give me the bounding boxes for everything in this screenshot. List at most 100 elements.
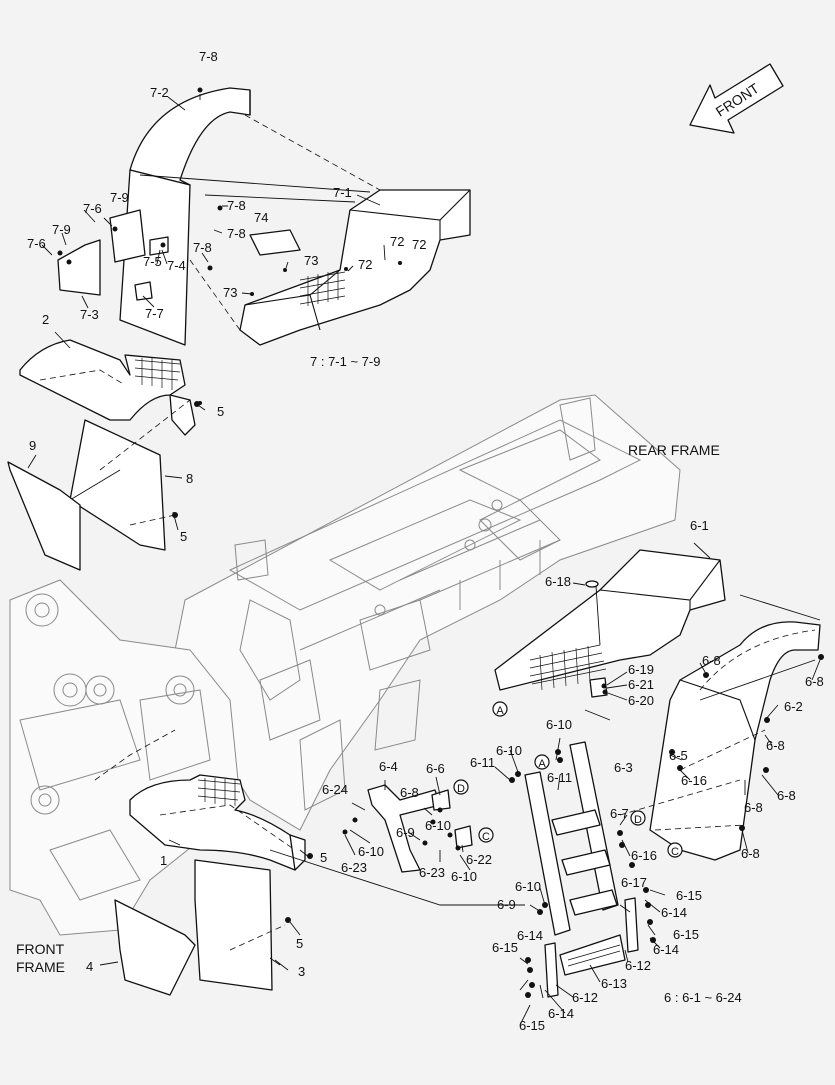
callout-a-label: A xyxy=(496,705,504,717)
label-7-6: 7-6 xyxy=(83,201,102,216)
label-6-14-a: 6-14 xyxy=(661,905,687,920)
label-5-a: 5 xyxy=(217,404,224,419)
label-6-10-f: 6-10 xyxy=(515,879,541,894)
label-2: 2 xyxy=(42,312,49,327)
label-6-17: 6-17 xyxy=(621,875,647,890)
label-6-18: 6-18 xyxy=(545,574,571,589)
callout-a-label-2: A xyxy=(538,758,546,770)
label-6-1: 6-1 xyxy=(690,518,709,533)
label-6-15-b: 6-15 xyxy=(673,927,699,942)
label-6-2: 6-2 xyxy=(784,699,803,714)
label-6-10-d: 6-10 xyxy=(358,844,384,859)
part-9-panel xyxy=(7,461,81,571)
callout-d-label: D xyxy=(457,783,465,795)
label-7-2: 7-2 xyxy=(150,85,169,100)
label-6-21: 6-21 xyxy=(628,677,654,692)
callout-c-circle xyxy=(478,827,494,843)
label-8: 8 xyxy=(186,471,193,486)
label-6-16-b: 6-16 xyxy=(631,848,657,863)
callout-c-label: C xyxy=(482,831,490,843)
label-4: 4 xyxy=(86,959,93,974)
callout-c-circle-2 xyxy=(667,842,683,858)
label-6-8-e: 6-8 xyxy=(777,788,796,803)
label-72-a: 72 xyxy=(390,234,404,249)
label-7-6-b: 7-6 xyxy=(27,236,46,251)
callout-a-circle xyxy=(492,701,508,717)
group-7-fender xyxy=(57,87,471,346)
label-6-4: 6-4 xyxy=(379,759,398,774)
label-6-12-b: 6-12 xyxy=(572,990,598,1005)
label-9: 9 xyxy=(29,438,36,453)
label-72-c: 72 xyxy=(358,257,372,272)
tread-grid-2 xyxy=(134,358,181,390)
part-8-panel xyxy=(69,419,166,551)
part-1-fender xyxy=(129,774,306,871)
label-6-15-c: 6-15 xyxy=(492,940,518,955)
label-7-5: 7-5 xyxy=(143,254,162,269)
callout-c-label-2: C xyxy=(671,846,679,858)
label-6-8-g: 6-8 xyxy=(400,785,419,800)
label-6-5: 6-5 xyxy=(669,748,688,763)
callout-d-circle xyxy=(453,779,469,795)
label-6-15-a: 6-15 xyxy=(676,888,702,903)
label-7-8: 7-8 xyxy=(199,49,218,64)
label-7-3: 7-3 xyxy=(80,307,99,322)
front-frame-label-line-1: FRONT xyxy=(16,941,65,957)
group-7-range: 7 : 7-1 ~ 7-9 xyxy=(310,354,380,369)
label-6-8-d: 6-8 xyxy=(744,800,763,815)
label-7-1: 7-1 xyxy=(333,185,352,200)
part-2-fender xyxy=(19,339,196,436)
tread-grid-7 xyxy=(299,270,346,306)
tread-grid-1 xyxy=(197,778,241,806)
label-6-15-d: 6-15 xyxy=(519,1018,545,1033)
label-7-4: 7-4 xyxy=(167,258,186,273)
label-5-b: 5 xyxy=(180,529,187,544)
label-7-9: 7-9 xyxy=(110,190,129,205)
ladder-assembly xyxy=(524,741,639,998)
label-6-8-c: 6-8 xyxy=(766,738,785,753)
label-73-a: 73 xyxy=(304,253,318,268)
label-6-8-f: 6-8 xyxy=(741,846,760,861)
front-frame-label-line-2: FRAME xyxy=(16,959,65,975)
callout-markers: A A D D C C xyxy=(453,701,683,858)
label-6-14-c: 6-14 xyxy=(517,928,543,943)
label-73-b: 73 xyxy=(223,285,237,300)
part-3-panel xyxy=(194,859,273,991)
callout-d-label-2: D xyxy=(634,814,642,826)
label-6-23-b: 6-23 xyxy=(419,865,445,880)
assembly-lines xyxy=(94,399,821,951)
label-6-8-b: 6-8 xyxy=(805,674,824,689)
callout-a-circle-2 xyxy=(534,754,550,770)
label-7-8-d: 7-8 xyxy=(193,240,212,255)
group-6-fender xyxy=(494,549,821,861)
label-3: 3 xyxy=(298,964,305,979)
label-6-10-e: 6-10 xyxy=(451,869,477,884)
label-6-22: 6-22 xyxy=(466,852,492,867)
label-6-20: 6-20 xyxy=(628,693,654,708)
leader-lines xyxy=(27,96,821,1026)
bracket-6-4 xyxy=(367,784,473,873)
label-6-19: 6-19 xyxy=(628,662,654,677)
label-7-8-c: 7-8 xyxy=(227,226,246,241)
label-6-14-d: 6-14 xyxy=(548,1006,574,1021)
label-6-7: 6-7 xyxy=(610,806,629,821)
fastener-dots xyxy=(172,401,824,998)
label-7-8-b: 7-8 xyxy=(227,198,246,213)
tread-grid-6 xyxy=(529,644,607,691)
rear-frame-drawing xyxy=(174,394,681,831)
label-6-12-a: 6-12 xyxy=(625,958,651,973)
label-6-6: 6-6 xyxy=(426,761,445,776)
label-5-d: 5 xyxy=(296,936,303,951)
label-6-16-a: 6-16 xyxy=(681,773,707,788)
label-6-23-a: 6-23 xyxy=(341,860,367,875)
part-labels: 7-8 7-2 7-1 7-9 7-6 7-8 7-8 74 7-9 7-6 7… xyxy=(16,49,824,1033)
label-6-9-b: 6-9 xyxy=(497,897,516,912)
label-6-10-b: 6-10 xyxy=(496,743,522,758)
callout-d-circle-2 xyxy=(630,810,646,826)
label-5-c: 5 xyxy=(320,850,327,865)
label-7-9-b: 7-9 xyxy=(52,222,71,237)
label-72-b: 72 xyxy=(412,237,426,252)
label-6-10-c: 6-10 xyxy=(425,818,451,833)
